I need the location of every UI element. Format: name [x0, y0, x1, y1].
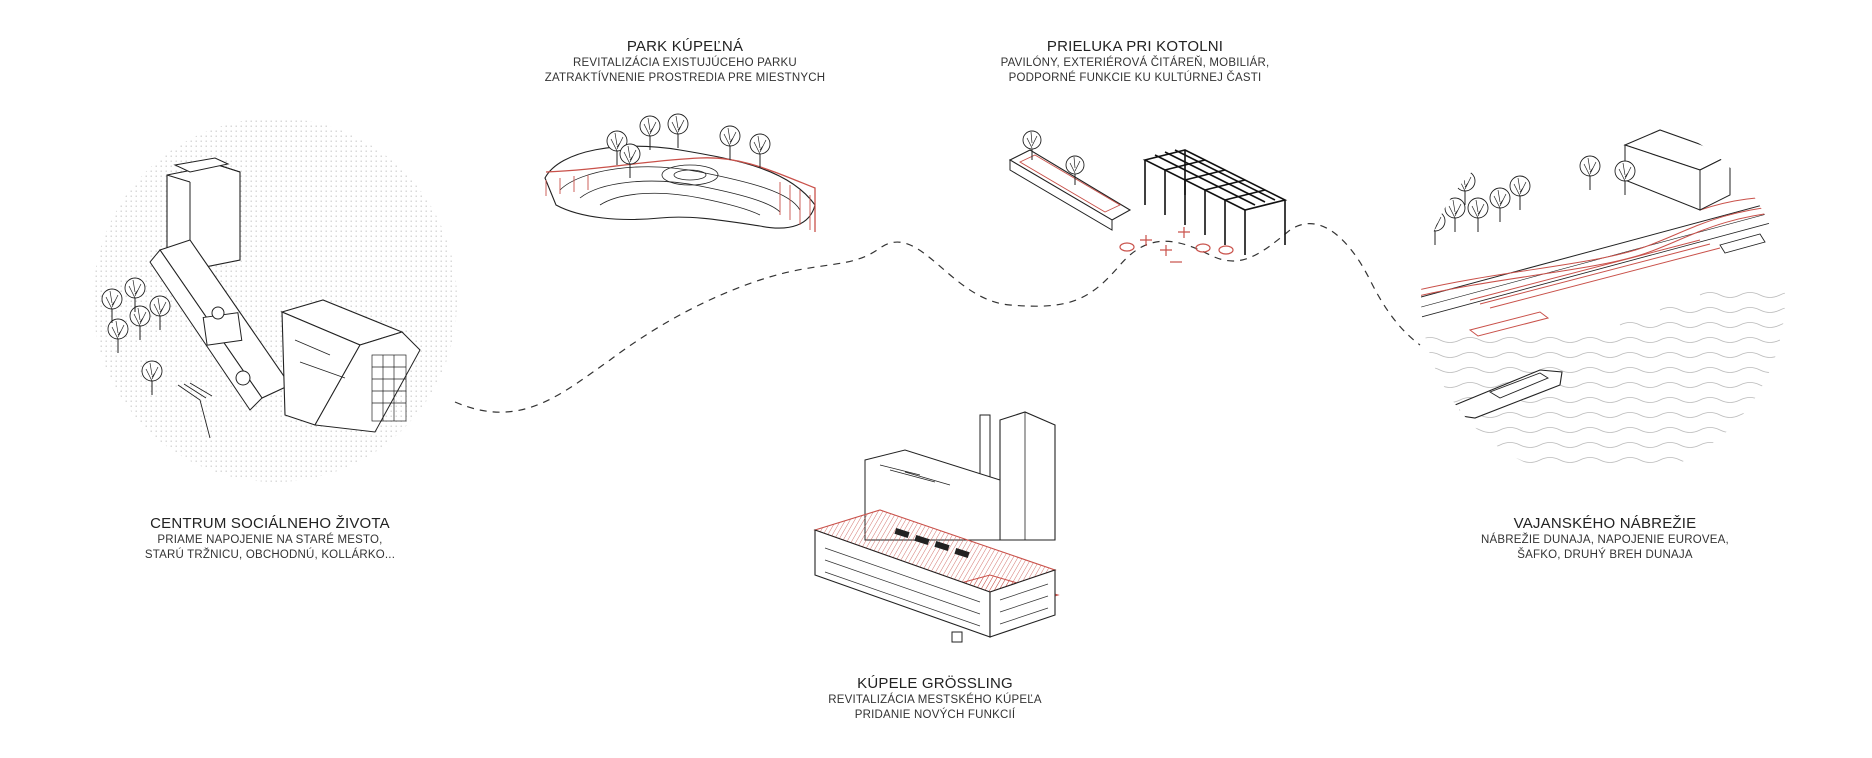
centrum-illustration — [93, 118, 457, 482]
centrum-title: Centrum sociálneho života — [150, 515, 390, 532]
nabrezie-line1: nábrežie Dunaja, napojenie Eurovea, — [1481, 534, 1729, 546]
nabrezie-title: Vajanského nábrežie — [1513, 515, 1697, 532]
centrum-line1: Priame napojenie na Staré Mesto, — [157, 534, 383, 546]
connection-path — [454, 223, 1421, 413]
nabrezie-line2: Šafko, druhý breh Dunaja — [1517, 549, 1693, 561]
park-illustration — [544, 113, 816, 232]
prieluka-illustration — [1008, 130, 1288, 263]
centrum-line2: Starú Tržnicu, obchodnú, Kollárko... — [144, 549, 396, 561]
prieluka-line1: Pavilóny, exteriérová čitáreň, mobiliár, — [1000, 57, 1270, 69]
park-label: Park Kúpeľná Revitalizácia existujúceho … — [510, 38, 860, 86]
nabrezie-label: Vajanského nábrežie nábrežie Dunaja, nap… — [1430, 515, 1780, 563]
prieluka-label: Prieluka pri kotolni Pavilóny, exteriéro… — [960, 38, 1310, 86]
kupele-label: Kúpele Grössling Revitalizácia mestského… — [760, 675, 1110, 723]
nabrezie-illustration — [1421, 116, 1785, 480]
kupele-illustration — [813, 411, 1060, 643]
kupele-line1: Revitalizácia mestského kúpeľa — [828, 694, 1042, 706]
prieluka-title: Prieluka pri kotolni — [1046, 38, 1224, 55]
park-line1: Revitalizácia existujúceho parku — [573, 57, 797, 69]
park-title: Park Kúpeľná — [626, 38, 744, 55]
kupele-line2: Pridanie nových funkcií — [854, 709, 1016, 721]
prieluka-line2: podporné funkcie ku kultúrnej časti — [1008, 72, 1262, 84]
centrum-label: Centrum sociálneho života Priame napojen… — [95, 515, 445, 563]
park-line2: zatraktívnenie prostredia pre miestnych — [544, 72, 826, 84]
kupele-title: Kúpele Grössling — [857, 675, 1013, 692]
